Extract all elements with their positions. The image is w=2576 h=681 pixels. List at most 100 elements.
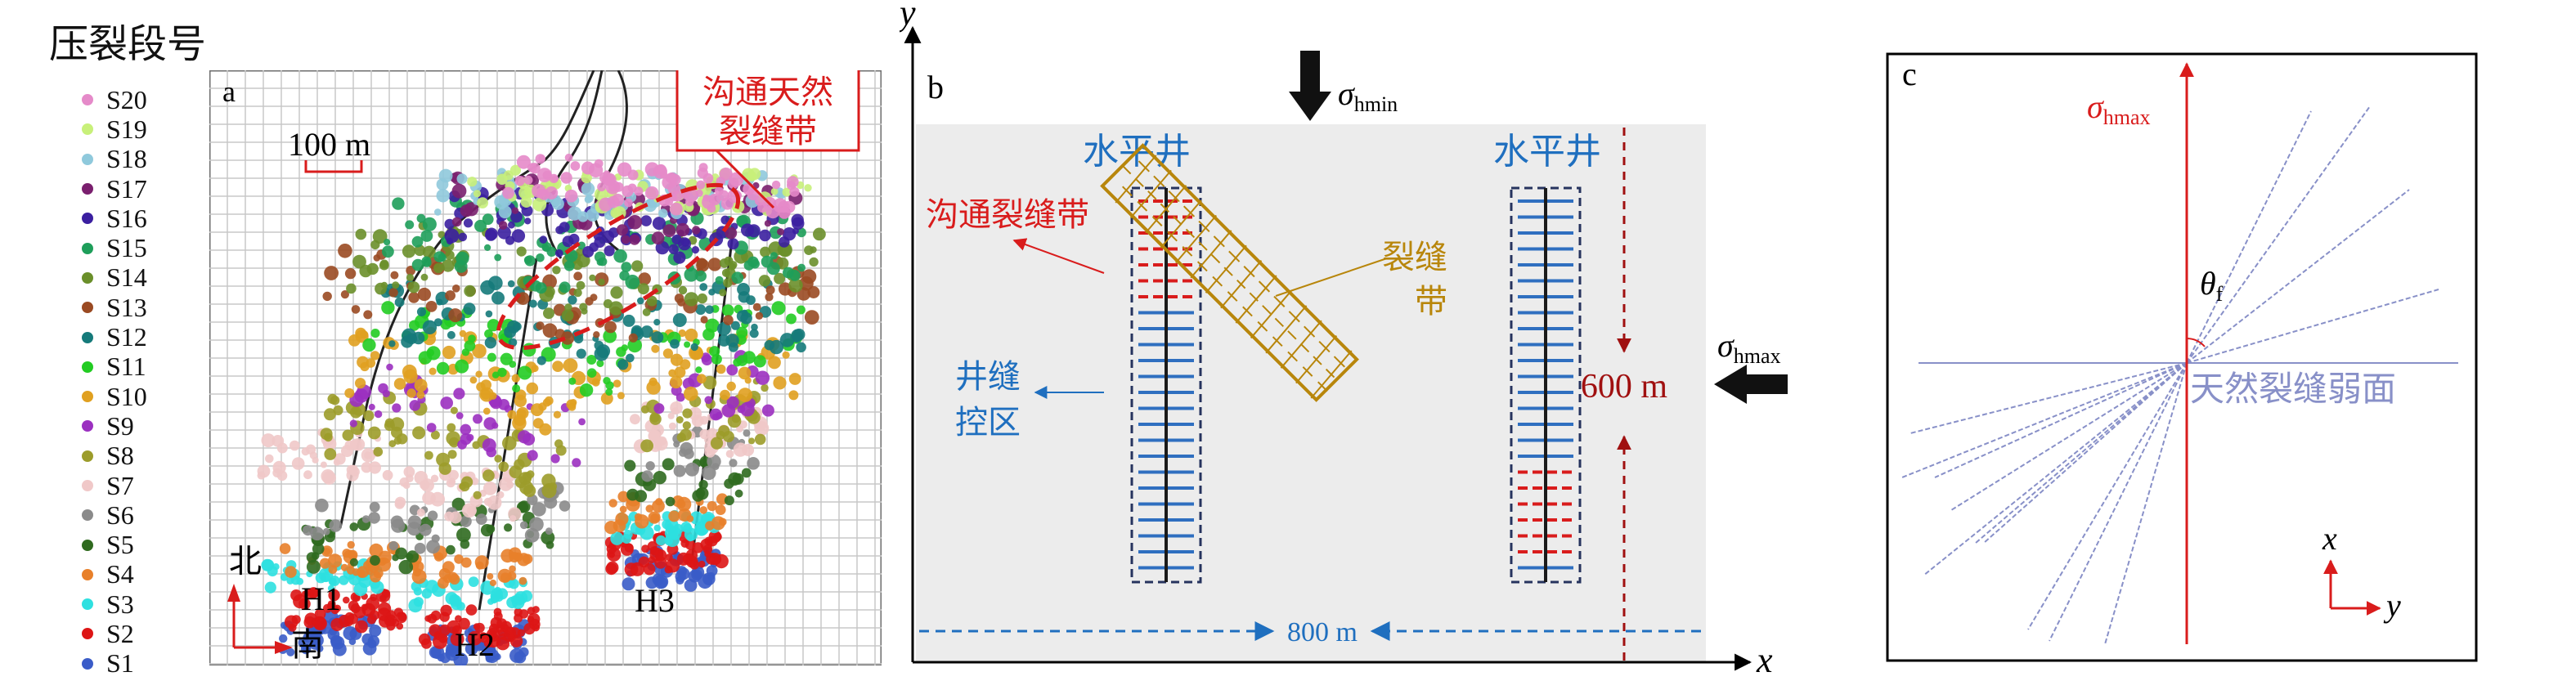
microseismic-event bbox=[771, 180, 781, 190]
microseismic-event bbox=[448, 469, 459, 481]
microseismic-event bbox=[367, 615, 376, 625]
microseismic-event bbox=[527, 607, 536, 616]
microseismic-event bbox=[670, 174, 681, 186]
microseismic-event bbox=[585, 297, 594, 306]
fracture-zone-tick bbox=[1302, 366, 1313, 377]
microseismic-event bbox=[743, 429, 751, 437]
microseismic-event bbox=[773, 376, 787, 390]
microseismic-event bbox=[433, 262, 444, 273]
microseismic-event bbox=[507, 410, 517, 419]
microseismic-event bbox=[518, 430, 532, 444]
microseismic-event bbox=[452, 284, 460, 293]
microseismic-event bbox=[498, 205, 512, 219]
microseismic-event bbox=[788, 390, 799, 401]
microseismic-event bbox=[690, 343, 698, 352]
legend-label: S10 bbox=[106, 381, 147, 411]
legend-item: S13 bbox=[82, 293, 196, 322]
microseismic-event bbox=[355, 378, 366, 389]
microseismic-event bbox=[438, 231, 446, 239]
microseismic-event bbox=[384, 239, 391, 246]
microseismic-event bbox=[741, 223, 755, 237]
microseismic-event bbox=[695, 304, 707, 316]
microseismic-event bbox=[425, 301, 438, 312]
legend-swatch bbox=[82, 123, 93, 136]
legend-swatch bbox=[82, 657, 93, 670]
microseismic-event bbox=[475, 561, 484, 570]
microseismic-event bbox=[349, 558, 358, 567]
microseismic-event bbox=[684, 328, 698, 342]
fracture-ray bbox=[1975, 362, 2188, 544]
microseismic-event bbox=[509, 164, 521, 176]
microseismic-event bbox=[477, 197, 488, 209]
scale-bar-label: 100 m bbox=[288, 126, 370, 163]
microseismic-event bbox=[539, 235, 548, 244]
microseismic-event bbox=[509, 515, 517, 522]
microseismic-event bbox=[563, 358, 578, 373]
legend-label: S14 bbox=[106, 262, 147, 293]
microseismic-event bbox=[422, 491, 436, 505]
microseismic-event bbox=[498, 461, 509, 473]
microseismic-event bbox=[715, 276, 724, 284]
microseismic-event bbox=[791, 329, 804, 342]
fracture-zone-tick bbox=[1205, 244, 1247, 293]
microseismic-event bbox=[581, 172, 592, 184]
microseismic-event bbox=[424, 450, 433, 460]
microseismic-event bbox=[350, 406, 362, 419]
microseismic-event bbox=[436, 298, 443, 306]
microseismic-event bbox=[456, 412, 464, 419]
microseismic-event bbox=[625, 275, 640, 289]
microseismic-event bbox=[360, 361, 370, 372]
microseismic-event bbox=[418, 351, 433, 365]
microseismic-event bbox=[460, 423, 472, 436]
microseismic-event bbox=[682, 421, 691, 430]
legend-label: S3 bbox=[106, 589, 134, 619]
microseismic-event bbox=[327, 602, 335, 611]
microseismic-event bbox=[637, 297, 644, 305]
microseismic-event bbox=[699, 415, 709, 425]
microseismic-event bbox=[572, 259, 583, 271]
microseismic-event bbox=[384, 418, 395, 428]
microseismic-event bbox=[446, 431, 460, 446]
panel-c: c σhmax θf 天然裂缝弱面 x y bbox=[1886, 52, 2478, 662]
microseismic-event bbox=[570, 161, 581, 171]
fracture-zone-tick bbox=[1265, 305, 1308, 354]
legend-item: S15 bbox=[82, 233, 196, 262]
microseismic-event bbox=[312, 543, 325, 555]
microseismic-event bbox=[551, 197, 564, 210]
axis-x-label: x bbox=[1756, 640, 1773, 680]
legend-item: S9 bbox=[82, 411, 196, 441]
microseismic-event bbox=[518, 576, 527, 585]
microseismic-event bbox=[581, 181, 595, 196]
microseismic-event bbox=[420, 273, 429, 281]
microseismic-event bbox=[456, 173, 468, 185]
microseismic-event bbox=[422, 245, 436, 259]
microseismic-event bbox=[327, 628, 340, 641]
fracture-zone-tick bbox=[1272, 336, 1283, 347]
local-x-label: x bbox=[2322, 520, 2337, 557]
microseismic-event bbox=[591, 378, 600, 387]
microseismic-event bbox=[529, 163, 541, 174]
microseismic-event bbox=[406, 388, 416, 398]
microseismic-event bbox=[303, 470, 312, 480]
microseismic-event bbox=[695, 366, 702, 374]
microseismic-event bbox=[573, 288, 582, 298]
microseismic-event bbox=[373, 254, 381, 262]
microseismic-event bbox=[430, 474, 439, 482]
microseismic-event bbox=[502, 436, 517, 450]
legend-label: S7 bbox=[106, 470, 134, 500]
microseismic-event bbox=[813, 227, 826, 241]
microseismic-event bbox=[458, 232, 468, 242]
microseismic-event bbox=[476, 382, 486, 392]
legend-item: S3 bbox=[82, 589, 196, 619]
microseismic-event bbox=[665, 496, 675, 507]
microseismic-event bbox=[510, 210, 523, 223]
microseismic-event bbox=[467, 630, 482, 646]
microseismic-event bbox=[530, 403, 544, 417]
microseismic-event bbox=[312, 552, 320, 560]
microseismic-event bbox=[698, 480, 708, 490]
microseismic-event bbox=[788, 373, 801, 385]
microseismic-event bbox=[322, 291, 332, 302]
microseismic-event bbox=[726, 381, 736, 392]
microseismic-event bbox=[747, 457, 760, 470]
